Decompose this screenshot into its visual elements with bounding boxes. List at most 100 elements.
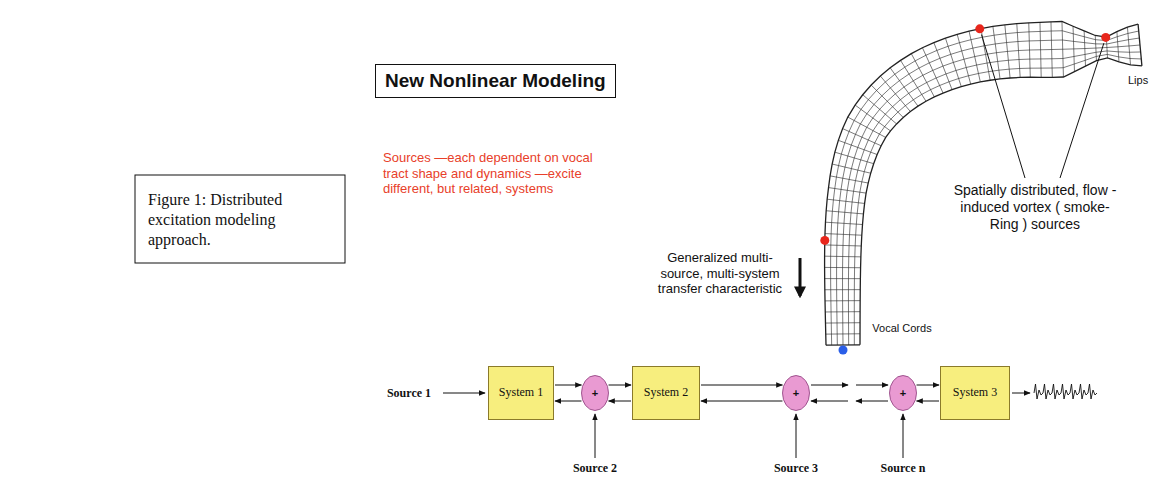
grid-line [848,51,1140,345]
vortex-source-dot [820,236,829,245]
grid-line [831,31,1139,345]
vortex-note: Spatially distributed, flow -induced vor… [954,182,1117,232]
signal-arrow [917,401,939,402]
source-arrow [595,414,596,458]
grid-line [854,54,1141,344]
summing-junction: + [782,375,810,411]
title-box: New Nonlinear Modeling [375,64,616,98]
signal-arrow [555,401,581,402]
transfer-note-box: Generalized multi-source, multi-system t… [650,250,790,297]
grid-line [827,199,864,203]
system-name: System 3 [953,386,997,400]
grid-line [1029,23,1031,77]
transfer-arrow [799,258,802,296]
part-name: Lips [1128,74,1148,86]
grid-line [838,140,877,154]
vocal-cords-dot [839,346,848,355]
signal-arrow [609,385,631,386]
sum-sign: + [900,387,906,399]
transfer-note: Generalized multi-source, multi-system t… [658,250,782,296]
leader-line [1060,43,1104,178]
waveform-trace [1034,384,1097,399]
grid-line [1138,24,1142,66]
junction-oval [890,376,917,411]
signal-arrow [917,385,939,386]
stub-arrow [856,401,888,402]
caption-box: Figure 1: Distributed excitation modelin… [148,190,338,250]
grid-line [835,152,874,164]
source-arrow [796,414,797,458]
grid-line [1051,22,1052,77]
signal-arrow [701,401,782,402]
source-arrow [443,393,485,394]
leader-line [982,35,1025,178]
grid-line [826,211,863,214]
part-name-box: Vocal Cords [872,322,932,335]
grid-line [993,26,1000,78]
grid-line [825,22,1138,346]
summing-junction: + [581,375,609,411]
grid-line [825,278,861,279]
sum-sign: + [592,387,598,399]
caption-frame [135,175,345,263]
grid-line [848,117,886,137]
grid-line [825,256,861,258]
grid-line [1127,27,1130,65]
vortex-note-box: Spatially distributed, flow -induced vor… [950,182,1120,232]
grid-line [855,105,890,131]
source-name-box: Source 3 [761,461,831,475]
summing-junction: + [889,375,917,411]
source-name-box: Source 1 [378,386,440,400]
tract-centerline [843,45,1140,345]
system-name: System 1 [499,386,543,400]
grid-line [880,76,910,111]
grid-line [863,95,897,124]
grid-line [829,188,867,194]
grid-line [901,60,926,101]
speech-waveform [1034,384,1097,399]
grid-line [825,300,860,301]
grid-line [969,31,980,82]
source-name-box: Source n [868,461,938,475]
grid-line [1073,26,1074,71]
grid-line [832,164,871,173]
part-name-box: Lips [1128,74,1158,87]
vocal-tract-grid [820,22,1142,346]
grid-line [922,48,943,93]
system-name: System 2 [644,386,688,400]
grid-line [1040,22,1041,77]
signal-arrow [701,385,782,386]
grid-line [825,245,862,246]
grid-line [860,58,1142,345]
leader-lines [982,35,1104,178]
source-name: Source 1 [387,386,431,400]
sources-note: Sources —each dependent on vocal tract s… [383,150,593,196]
title-text: New Nonlinear Modeling [385,70,606,91]
grid-line [837,38,1140,345]
system-box: System 1 [488,366,554,420]
grid-line [1117,32,1119,62]
sources-note-box: Sources —each dependent on vocal tract s… [383,150,613,197]
stub-arrow [856,385,888,386]
grid-line [825,289,860,290]
figure-caption: Figure 1: Distributed excitation modelin… [148,191,282,248]
stub-arrow [811,401,848,402]
stub-arrow [811,385,848,386]
source-arrow [903,414,904,458]
signal-arrow [609,401,631,402]
output-arrow [1012,393,1030,394]
grid-line [825,311,860,312]
grid-line [843,45,1140,345]
source-name: Source n [881,461,926,475]
grid-line [825,322,860,323]
signal-arrow [555,385,581,386]
source-name: Source 3 [774,461,818,475]
grid-line [1017,24,1020,78]
grid-line [890,68,918,106]
grid-line [871,85,903,117]
sum-sign: + [793,387,799,399]
junction-oval [783,376,810,411]
grid-line [825,234,862,236]
grid-line [911,54,934,97]
grid-line [945,38,961,86]
